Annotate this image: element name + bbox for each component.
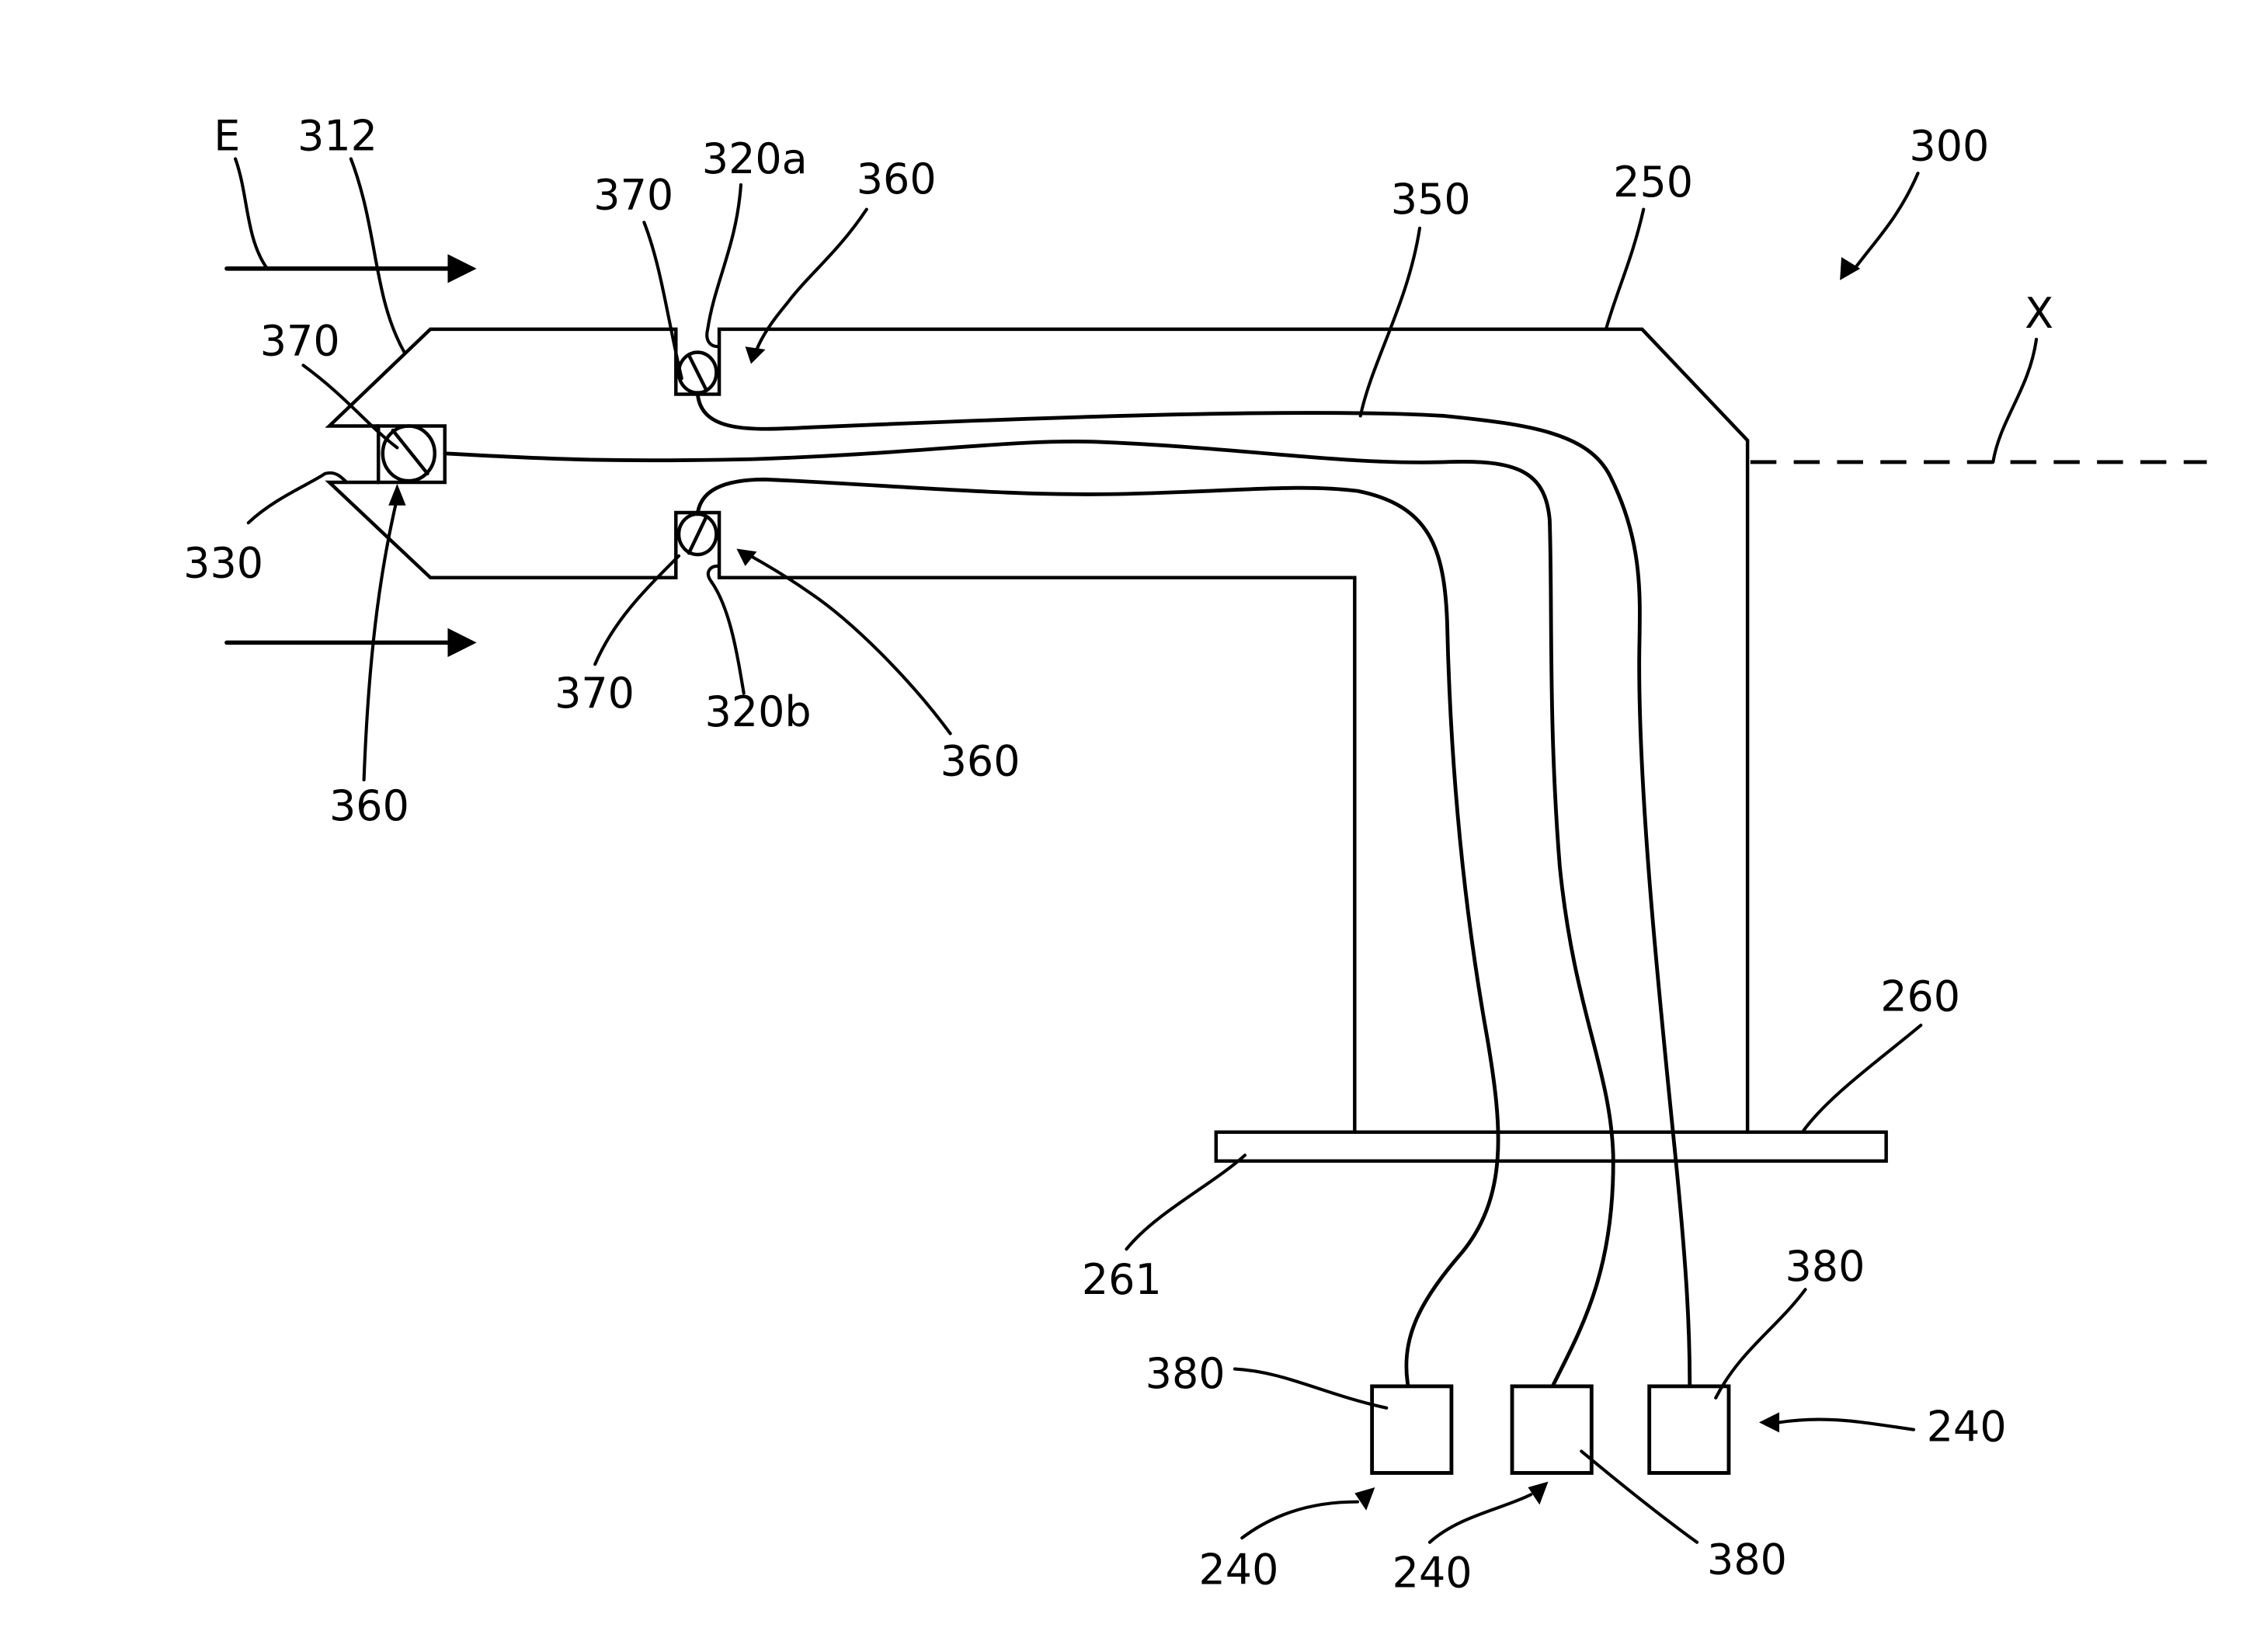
label-261: 261 [1082, 1255, 1162, 1304]
arrowhead-360-top [745, 346, 766, 364]
label-360-bottom: 360 [940, 736, 1020, 785]
leader-240-left [1240, 1500, 1360, 1540]
leader-300 [1854, 172, 1920, 270]
label-370-left: 370 [260, 316, 340, 365]
arrowhead-360-bottom [736, 548, 757, 566]
label-380-right: 380 [1785, 1242, 1865, 1291]
probe-body-outline-lower [325, 480, 1357, 1134]
leader-360-bottom [746, 552, 952, 736]
label-360-left: 360 [329, 781, 409, 830]
connector-box-left [1370, 1384, 1454, 1475]
flow-arrow-top [224, 254, 477, 283]
label-312: 312 [297, 111, 377, 160]
arrowhead-300 [1840, 256, 1861, 280]
leader-380-left [1233, 1367, 1389, 1410]
mounting-plate [1214, 1130, 1888, 1163]
label-360-top: 360 [857, 155, 937, 203]
leader-370-left [301, 363, 399, 450]
leader-320b [706, 564, 746, 695]
leader-370-top [642, 221, 683, 381]
arrowhead-240-right [1759, 1412, 1780, 1433]
label-X: X [2025, 289, 2053, 338]
label-370-top: 370 [593, 171, 673, 220]
leader-350 [1358, 226, 1422, 418]
label-300: 300 [1909, 121, 1989, 170]
leader-380-middle [1580, 1449, 1699, 1544]
conduit-top [695, 391, 1692, 1389]
label-240-middle: 240 [1392, 1548, 1472, 1597]
label-330: 330 [183, 539, 263, 588]
leader-E [234, 157, 269, 270]
label-380-middle: 380 [1707, 1535, 1787, 1584]
arrowhead-360-left [388, 483, 406, 506]
connector-box-right [1647, 1384, 1731, 1475]
label-320b: 320b [704, 687, 811, 736]
label-350: 350 [1391, 175, 1471, 224]
leader-240-right [1778, 1417, 1916, 1431]
leader-240-middle [1427, 1493, 1533, 1544]
label-E: E [214, 111, 240, 160]
leader-380-right [1714, 1288, 1807, 1400]
conduit-bottom [695, 477, 1500, 1389]
leader-260 [1800, 1024, 1923, 1134]
label-240-right: 240 [1927, 1403, 2007, 1452]
arrowhead-240-left [1354, 1487, 1375, 1511]
probe-body-outline-upper [325, 327, 1750, 1134]
leader-X [1991, 337, 2039, 464]
leader-360-top [755, 207, 868, 351]
connector-box-middle [1510, 1384, 1594, 1475]
leader-312 [349, 157, 406, 354]
flow-arrow-bottom [224, 628, 477, 657]
label-260: 260 [1880, 972, 1960, 1021]
sensor-top [676, 350, 718, 395]
leader-370-bottom [593, 554, 681, 666]
conduit-middle [443, 440, 1615, 1389]
sensor-bottom [676, 512, 718, 557]
sensor-left [381, 424, 436, 483]
leader-250 [1604, 207, 1646, 331]
label-380-left: 380 [1146, 1349, 1226, 1398]
label-370-bottom: 370 [555, 669, 635, 718]
label-250: 250 [1613, 158, 1693, 207]
leader-360-left [362, 496, 399, 782]
arrowhead-240-middle [1528, 1481, 1549, 1505]
leader-330 [246, 471, 349, 525]
label-240-left: 240 [1198, 1546, 1278, 1595]
leader-261 [1125, 1153, 1247, 1251]
label-320a: 320a [702, 134, 808, 183]
leader-320a [705, 183, 743, 349]
